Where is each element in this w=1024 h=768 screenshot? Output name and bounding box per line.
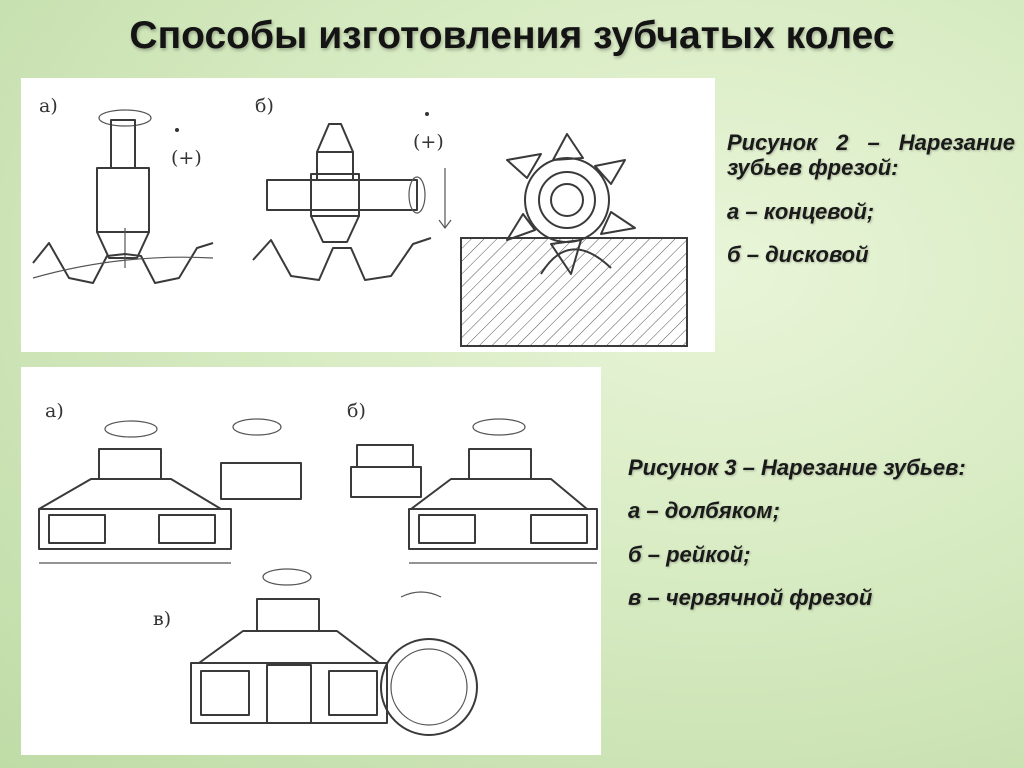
rack-cutter-drawing xyxy=(350,418,598,564)
disk-mill-drawing: (+) xyxy=(252,112,452,281)
slide-title: Способы изготовления зубчатых колес xyxy=(129,14,895,57)
end-mill-drawing: (+) xyxy=(32,109,214,284)
figure-3-caption-item-b: б – рейкой; xyxy=(628,541,751,567)
figure-2-drawing: а) (+) б) (+) xyxy=(32,95,688,347)
fig2-plus-b: (+) xyxy=(413,131,444,153)
fig2-label-a: а) xyxy=(39,95,58,117)
fig3-label-b: б) xyxy=(347,400,366,422)
figure-2-caption-heading: Рисунок 2 – Нарезание зубьев фрезой: xyxy=(727,130,1015,181)
fig3-label-a: а) xyxy=(45,400,64,422)
figure-3-image: а) б) в) xyxy=(21,367,601,755)
figure-2-caption-item-a: а – концевой; xyxy=(727,198,875,224)
disk-cutter-drawing xyxy=(460,133,688,347)
figure-3-drawing: а) б) в) xyxy=(38,400,598,736)
hob-cutter-drawing xyxy=(190,568,478,736)
fig3-label-v: в) xyxy=(153,608,171,630)
figure-2-caption-item-b: б – дисковой xyxy=(727,241,869,267)
figure-3-caption: Рисунок 3 – Нарезание зубьев: а – долбяк… xyxy=(628,455,996,628)
figure-3-caption-heading: Рисунок 3 – Нарезание зубьев: xyxy=(628,455,966,480)
fig2-label-b: б) xyxy=(255,95,274,117)
gear-shaper-drawing xyxy=(38,418,302,564)
figure-3-caption-item-a: а – долбяком; xyxy=(628,498,780,524)
figure-3-caption-item-v: в – червячной фрезой xyxy=(628,584,873,610)
figure-2-caption: Рисунок 2 – Нарезание зубьев фрезой: а –… xyxy=(727,130,1015,285)
figure-2-image: а) (+) б) (+) xyxy=(21,78,715,352)
fig2-plus-a: (+) xyxy=(171,147,202,169)
